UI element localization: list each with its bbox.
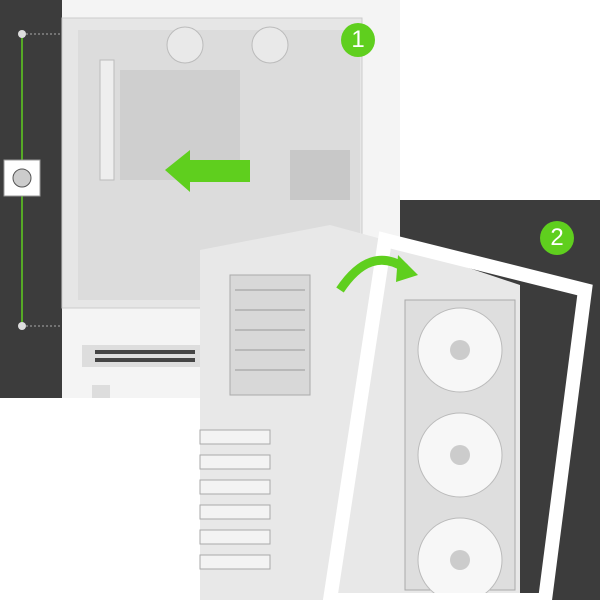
step-2-badge: 2 — [540, 221, 574, 255]
screw-icon — [18, 30, 26, 38]
thumbscrew-detail — [3, 159, 41, 197]
step-2-case — [199, 225, 593, 600]
step-1-badge: 1 — [341, 23, 375, 57]
slide-arrow — [165, 150, 250, 192]
screw-icon — [18, 322, 26, 330]
step-1-case — [3, 0, 400, 398]
